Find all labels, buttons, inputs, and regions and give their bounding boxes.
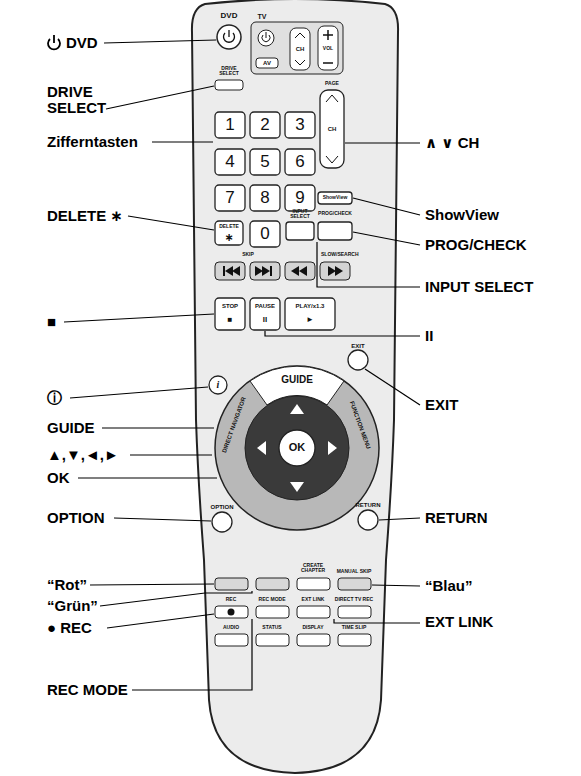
button-label: TV (258, 13, 267, 20)
button-label: PAGE (325, 81, 339, 86)
button-label: REC MODE (259, 597, 286, 602)
button-label: i (217, 380, 220, 391)
button-label: CH (328, 126, 337, 132)
button-label: EXT LINK (302, 597, 325, 602)
button-label: VOL (323, 46, 333, 51)
button-label: 2 (260, 116, 269, 134)
callout-label: II (425, 328, 433, 344)
button-label: AUDIO (223, 625, 239, 630)
button-label: OK (289, 442, 306, 454)
button-label: GUIDE (281, 375, 313, 386)
callout-label: ∧ ∨ CH (425, 135, 479, 151)
button-label: TIME SLIP (342, 625, 366, 630)
button-label: II (263, 316, 267, 324)
button-label: PAUSE (255, 303, 275, 309)
callout-label: GUIDE (47, 420, 95, 436)
button-label: ► (306, 316, 314, 324)
callout-label: “Grün” (47, 598, 98, 614)
button-label: DIRECT TV REC (335, 597, 373, 602)
callout-label: ShowView (425, 207, 499, 223)
callout-label: INPUT SELECT (425, 279, 533, 295)
button-label: EXIT (351, 343, 364, 349)
callout-label: OPTION (47, 510, 105, 526)
button-label: DELETE (219, 224, 239, 229)
callout-label: “Blau” (425, 578, 473, 594)
button-label: 9 (295, 189, 304, 207)
button-label: 8 (260, 189, 269, 207)
button-label: DRIVE SELECT (214, 66, 244, 77)
button-label: ■ (228, 316, 233, 324)
button-label: AV (263, 60, 271, 66)
button-label: DISPLAY (302, 625, 323, 630)
button-label: 6 (295, 153, 304, 171)
callout-label: DRIVE SELECT (47, 84, 127, 116)
callout-label: EXT LINK (425, 614, 493, 630)
callout-label: DELETE ∗ (47, 208, 123, 224)
button-label: 3 (295, 116, 304, 134)
button-label: MANUAL SKIP (337, 569, 372, 574)
callout-label: Zifferntasten (47, 134, 138, 150)
button-label: ShowView (323, 195, 348, 200)
button-label: ∗ (224, 232, 233, 244)
button-label: INPUT SELECT (286, 209, 314, 220)
callout-label: “Rot” (47, 577, 87, 593)
callout-label: ⓘ (47, 390, 62, 406)
button-label: CREATE CHAPTER (297, 563, 329, 574)
button-label: 5 (260, 153, 269, 171)
callout-label: ▲,▼,◄,► (47, 447, 119, 463)
button-label: 4 (225, 153, 234, 171)
button-label: REC (226, 597, 237, 602)
callout-label: DVD (66, 35, 98, 51)
callout-label: RETURN (425, 510, 488, 526)
callout-label: REC MODE (47, 682, 128, 698)
callout-label: EXIT (425, 397, 458, 413)
button-label: PLAY/x1.3 (296, 303, 325, 309)
callout-label: ● REC (47, 620, 92, 636)
button-label: 0 (260, 225, 269, 243)
button-label: SLOW/SEARCH (321, 252, 359, 257)
button-label: 7 (225, 189, 234, 207)
button-label: CH (296, 46, 305, 52)
button-label: SKIP (242, 252, 254, 257)
button-label: 1 (225, 116, 234, 134)
button-label: OPTION (210, 504, 233, 510)
button-label: STOP (222, 303, 238, 309)
button-label: STATUS (262, 625, 281, 630)
callout-label: PROG/CHECK (425, 237, 527, 253)
button-label: RETURN (356, 502, 381, 508)
callout-label: ■ (47, 314, 56, 330)
button-label: PROG/CHECK (318, 211, 352, 216)
callout-label: OK (47, 470, 70, 486)
button-label: DVD (221, 12, 238, 20)
